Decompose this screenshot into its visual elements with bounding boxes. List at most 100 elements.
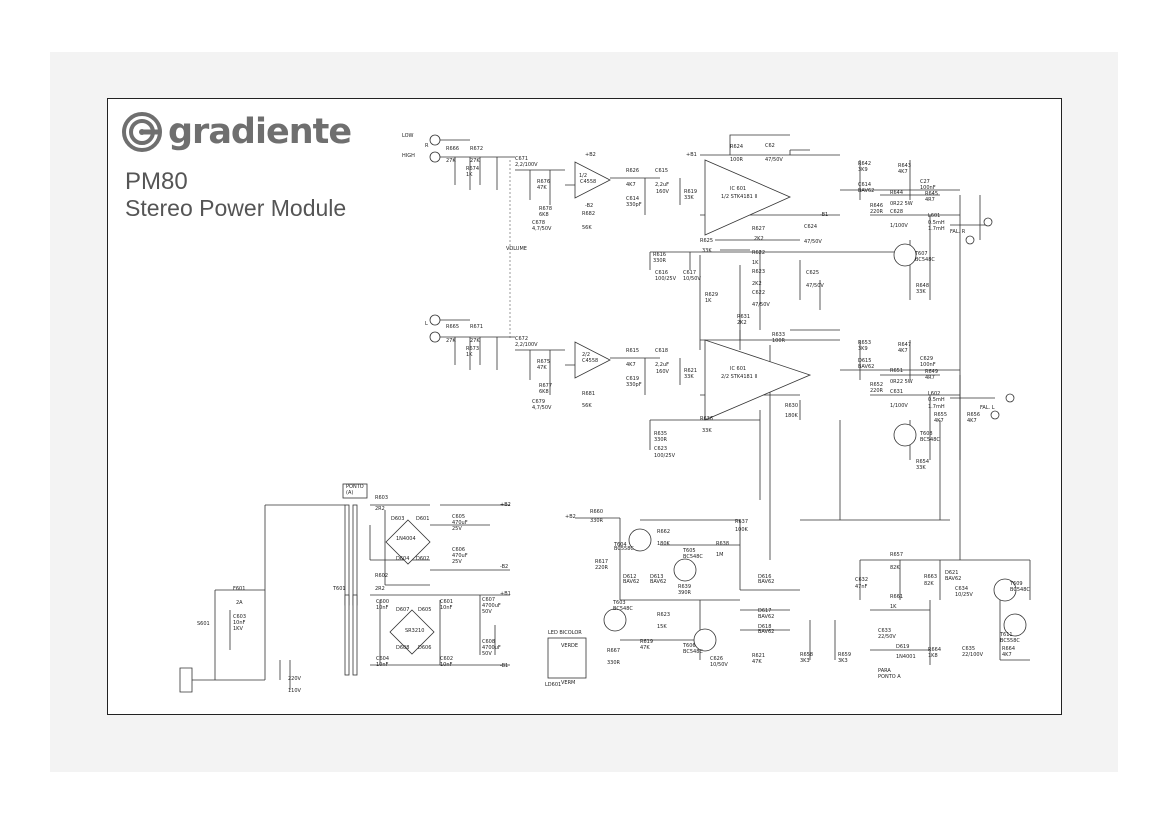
component-label: 110V (288, 688, 302, 694)
component-label: 1K (890, 604, 897, 610)
component-label: D613 (650, 574, 663, 580)
component-label: 2/2 (582, 352, 590, 358)
component-label: R664 (1002, 646, 1015, 652)
component-label: 4K7 (898, 169, 908, 175)
component-label: 4R7 (925, 375, 935, 381)
component-label: 220R (870, 388, 884, 394)
component-label: R643 (898, 163, 911, 169)
component-label: 10/50V (710, 662, 728, 668)
component-label: 27K (446, 338, 456, 344)
component-label: C618 (655, 348, 668, 354)
component-label: BAV62 (758, 579, 774, 585)
component-label: R621 (752, 653, 765, 659)
component-label: 470uF (452, 520, 468, 526)
component-label: 2,2/100V (515, 342, 538, 348)
component-label: C614 (858, 182, 871, 188)
component-label: 220R (870, 209, 884, 215)
component-label: 330R (653, 258, 667, 264)
component-label: 27K (470, 158, 480, 164)
component-label: VERM (561, 680, 575, 686)
component-label: 27K (470, 338, 480, 344)
component-label: R652 (870, 382, 883, 388)
component-label: R665 (446, 324, 459, 330)
component-label: BAV62 (623, 579, 639, 585)
component-label: R682 (582, 211, 595, 217)
component-label: BAV62 (758, 614, 774, 620)
component-label: T605 (682, 548, 696, 554)
component-label: 4,7/50V (532, 405, 552, 411)
component-label: 47K (537, 185, 547, 191)
component-label: 10nF (233, 620, 246, 626)
component-label: R636 (700, 416, 713, 422)
component-label: 4700uF (482, 645, 501, 651)
component-label: 2R2 (375, 586, 385, 592)
component-label: 100R (772, 338, 786, 344)
component-label: +B1 (686, 152, 697, 158)
component-label: R673 (466, 346, 479, 352)
component-label: D608 (396, 645, 409, 651)
component-label: 1K (752, 260, 759, 266)
component-label: C614 (626, 196, 639, 202)
component-label: LD601 (545, 682, 561, 688)
component-label: 2R2 (375, 506, 385, 512)
component-label: 2,2uF (655, 182, 669, 188)
component-label: R678 (539, 206, 552, 212)
component-labels: LOWHIGHRLVOLUMER66627KR67227KR6741KC6712… (197, 133, 1030, 694)
component-label: D607 (396, 607, 409, 613)
component-label: C607 (482, 597, 495, 603)
component-label: -B1 (500, 663, 508, 669)
wire-network (180, 134, 1031, 690)
component-label: R635 (654, 431, 667, 437)
component-label: FAL. R (950, 229, 966, 235)
component-label: 100/25V (654, 453, 676, 459)
component-label: 100nF (920, 185, 936, 191)
component-label: 0.5mH (928, 397, 945, 403)
component-label: R649 (925, 369, 938, 375)
component-label: T604 (613, 542, 627, 548)
component-label: IC 601 (730, 186, 746, 192)
component-label: R664 (928, 647, 941, 653)
component-label: 6K8 (539, 389, 549, 395)
component-label: 180K (785, 413, 799, 419)
component-label: 56K (582, 225, 592, 231)
component-label: T601 (332, 586, 346, 592)
component-label: 4K7 (967, 418, 977, 424)
component-label: C626 (710, 656, 723, 662)
component-label: 82K (924, 581, 934, 587)
component-label: R681 (582, 391, 595, 397)
component-label: R672 (470, 146, 483, 152)
component-label: 160V (656, 369, 670, 375)
component-label: R619 (640, 639, 653, 645)
component-label: R659 (838, 652, 851, 658)
component-label: R674 (466, 166, 479, 172)
component-label: 330pF (626, 202, 642, 208)
component-label: R642 (858, 161, 871, 167)
component-label: R657 (890, 552, 903, 558)
component-label: 50V (482, 651, 492, 657)
component-label: S601 (197, 621, 210, 627)
component-label: R623 (752, 269, 765, 275)
component-label: R619 (684, 189, 697, 195)
component-label: R621 (684, 368, 697, 374)
component-label: 1/100V (890, 403, 908, 409)
component-label: 47K (752, 659, 762, 665)
component-label: R675 (537, 359, 550, 365)
component-label: 10/50V (683, 276, 701, 282)
component-label: 2,2/100V (515, 162, 538, 168)
component-label: 22/100V (962, 652, 984, 658)
component-label: 25V (452, 526, 462, 532)
component-label: 25V (452, 559, 462, 565)
component-label: R627 (752, 226, 765, 232)
component-label: 27K (446, 158, 456, 164)
component-label: R663 (924, 574, 937, 580)
component-label: 4K7 (934, 418, 944, 424)
component-label: R662 (657, 529, 670, 535)
component-label: 2K2 (754, 236, 764, 242)
component-label: R (425, 143, 429, 149)
component-label: 3K9 (858, 167, 868, 173)
component-label: BAV62 (758, 629, 774, 635)
component-label: 47nF (855, 584, 868, 590)
component-label: 22/50V (878, 634, 896, 640)
gradiente-swirl-icon (122, 112, 162, 152)
